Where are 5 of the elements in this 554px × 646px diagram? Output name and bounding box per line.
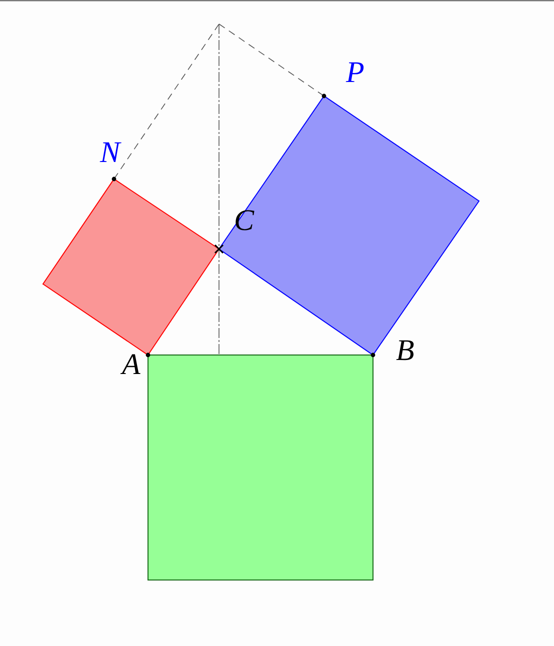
point-label: P	[346, 58, 364, 88]
point-label: A	[122, 350, 140, 380]
point-label: B	[396, 336, 414, 366]
point-label: C	[234, 206, 254, 236]
point-label: N	[100, 138, 120, 168]
